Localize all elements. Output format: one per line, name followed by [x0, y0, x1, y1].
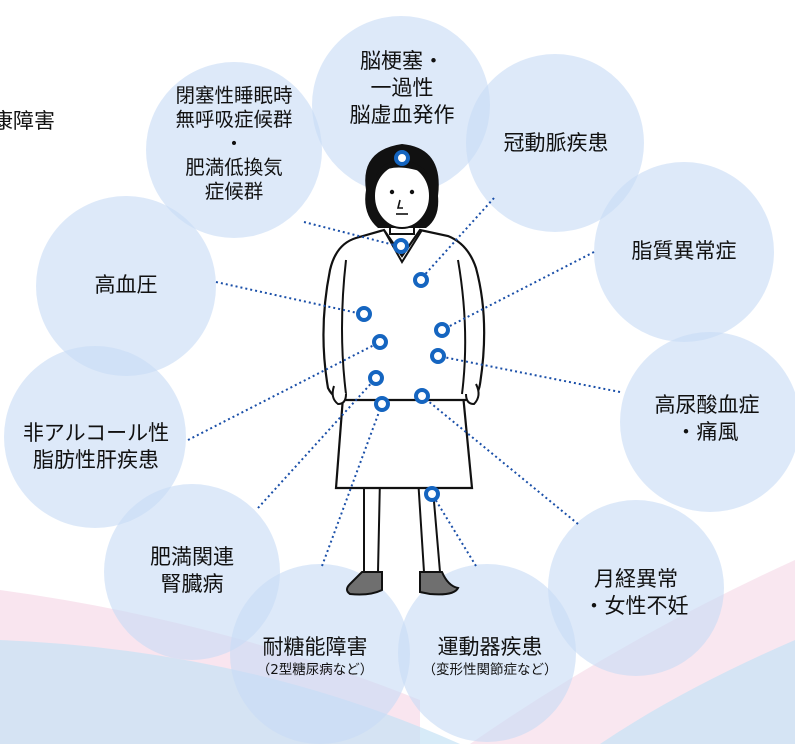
label-stroke: 脳梗塞・ 一過性 脳虚血発作	[322, 48, 482, 129]
dyslipidemia-line1: 脂質異常症	[631, 239, 737, 263]
marker-blood-pressure	[356, 306, 372, 322]
hyperuricemia-line1: 高尿酸血症	[654, 393, 760, 417]
locomotor-line2: （変形性関節症など）	[422, 662, 558, 678]
label-dyslipidemia: 脂質異常症	[600, 238, 768, 265]
menstrual-line1: 月経異常	[594, 567, 678, 591]
bubble-hyperuricemia	[620, 332, 795, 512]
bubble-glucose	[230, 564, 410, 744]
marker-uterus	[414, 388, 430, 404]
bubble-hypertension	[36, 196, 216, 376]
label-nafld: 非アルコール性 脂肪性肝疾患	[6, 420, 186, 474]
label-hypertension: 高血圧	[46, 272, 206, 299]
coronary-line1: 冠動脈疾患	[503, 131, 609, 155]
marker-throat	[393, 238, 409, 254]
cutoff-heading-text: 康障害	[0, 109, 55, 133]
marker-uric-acid	[430, 348, 446, 364]
label-locomotor: 運動器疾患 （変形性関節症など）	[402, 634, 578, 679]
marker-brain	[394, 150, 410, 166]
label-coronary: 冠動脈疾患	[474, 130, 638, 157]
apnea-line3: ・	[224, 132, 244, 155]
hyperuricemia-line2: ・痛風	[675, 420, 739, 444]
hypertension-line1: 高血圧	[94, 273, 158, 297]
glucose-line1: 耐糖能障害	[262, 635, 368, 659]
stroke-line1: 脳梗塞・	[360, 49, 444, 73]
glucose-line2: （2型糖尿病など）	[256, 662, 374, 678]
label-apnea: 閉塞性睡眠時 無呼吸症候群 ・ 肥満低換気 症候群	[148, 84, 320, 204]
apnea-line2: 無呼吸症候群	[175, 108, 293, 131]
bubble-dyslipidemia	[594, 162, 774, 342]
kidney-line2: 腎臓病	[160, 572, 224, 596]
apnea-line1: 閉塞性睡眠時	[175, 84, 293, 107]
nafld-line1: 非アルコール性	[22, 421, 170, 445]
marker-kidney	[368, 370, 384, 386]
stroke-line3: 脳虚血発作	[349, 103, 455, 127]
label-glucose: 耐糖能障害 （2型糖尿病など）	[230, 634, 400, 679]
marker-liver	[372, 334, 388, 350]
stroke-line2: 一過性	[370, 76, 434, 100]
bubble-menstrual	[548, 500, 724, 676]
marker-knee	[424, 486, 440, 502]
marker-heart	[413, 272, 429, 288]
locomotor-line1: 運動器疾患	[437, 635, 543, 659]
label-kidney: 肥満関連 腎臓病	[112, 544, 272, 598]
apnea-line4: 肥満低換気	[185, 156, 283, 179]
menstrual-line2: ・女性不妊	[583, 594, 689, 618]
kidney-line1: 肥満関連	[150, 545, 234, 569]
apnea-line5: 症候群	[204, 180, 264, 203]
label-hyperuricemia: 高尿酸血症 ・痛風	[622, 392, 792, 446]
marker-pancreas	[374, 396, 390, 412]
bubble-apnea	[146, 62, 322, 238]
marker-lipid	[434, 322, 450, 338]
nafld-line2: 脂肪性肝疾患	[33, 448, 159, 472]
label-menstrual: 月経異常 ・女性不妊	[556, 566, 716, 620]
